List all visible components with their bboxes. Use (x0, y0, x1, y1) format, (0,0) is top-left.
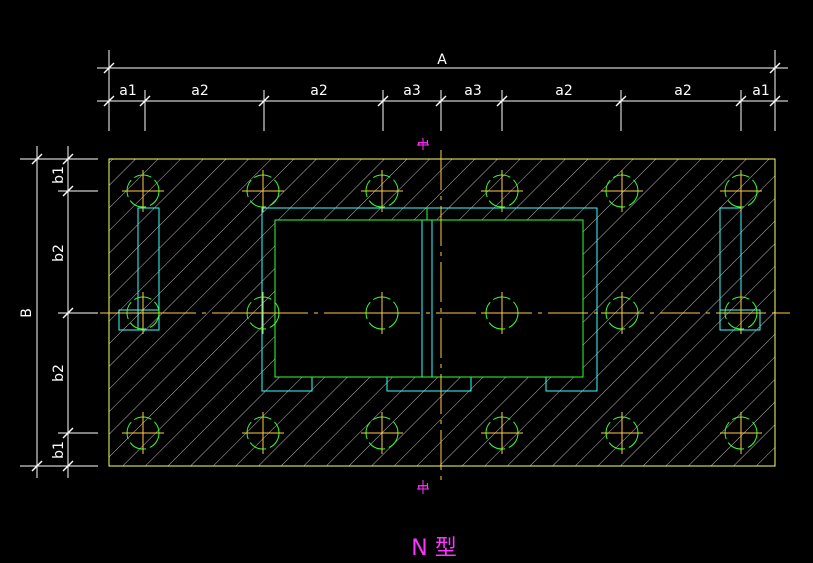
bolt-hole (361, 170, 403, 212)
bolt-hole (361, 412, 403, 454)
dimension-labels: A a1 a2 a2 a3 a3 a2 a2 a1 B b1 b2 b2 b1 (19, 52, 770, 459)
cyan-main-outline (261, 207, 598, 392)
dimension-lines (20, 50, 788, 478)
dim-label-h2: a2 (310, 83, 328, 99)
section-mark-top: 1 (417, 139, 432, 147)
dim-label-h1: a2 (191, 83, 209, 99)
dim-label-h4: a3 (464, 83, 482, 99)
dim-label-A: A (437, 52, 447, 68)
cyan-left-foot (118, 309, 160, 331)
bolt-hole (242, 170, 284, 212)
dim-label-h0: a1 (119, 83, 137, 99)
dim-label-v3: b1 (51, 441, 67, 459)
bolt-hole (122, 412, 164, 454)
inner-void (275, 220, 583, 377)
bolt-hole (720, 292, 762, 334)
section-marks (417, 138, 429, 494)
dim-label-B: B (19, 308, 35, 318)
dim-label-v1: b2 (51, 244, 67, 262)
drawing-title: N 型 (411, 536, 456, 561)
green-inner-rect (274, 219, 584, 378)
bolt-hole (122, 170, 164, 212)
dim-label-h6: a2 (674, 83, 692, 99)
dim-label-h3: a3 (403, 83, 421, 99)
bolt-hole (720, 412, 762, 454)
section-mark-top-symbol (417, 138, 429, 150)
bolt-hole (361, 292, 403, 334)
cyan-profiles (118, 207, 761, 392)
bolt-holes (122, 170, 762, 454)
centerlines (100, 150, 790, 480)
section-mark-bottom: 1 (417, 482, 432, 490)
bolt-hole (242, 292, 284, 334)
section-mark-bottom-symbol (417, 480, 429, 494)
bolt-hole (481, 412, 523, 454)
bolt-hole (601, 412, 643, 454)
dim-label-h7: a1 (752, 83, 770, 99)
dim-label-h5: a2 (555, 83, 573, 99)
bolt-hole (601, 170, 643, 212)
bolt-hole (481, 292, 523, 334)
bolt-hole (720, 170, 762, 212)
bolt-hole (481, 170, 523, 212)
dim-label-v0: b1 (51, 166, 67, 184)
green-profiles (274, 208, 584, 378)
cyan-right-foot (719, 309, 761, 331)
bolt-hole (242, 412, 284, 454)
dim-label-v2: b2 (51, 364, 67, 382)
bolt-hole (122, 292, 164, 334)
bolt-hole (601, 292, 643, 334)
